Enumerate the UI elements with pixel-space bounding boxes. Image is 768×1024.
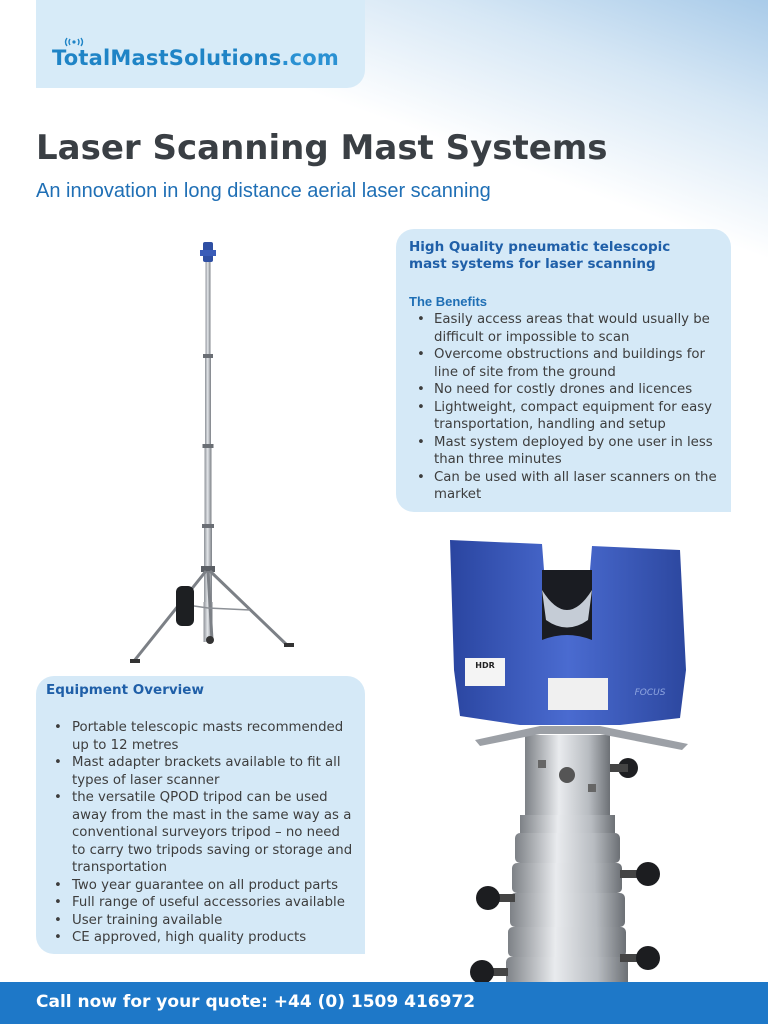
brand-tld: .com: [281, 46, 339, 70]
list-item: Two year guarantee on all product parts: [46, 877, 355, 895]
list-item: Full range of useful accessories availab…: [46, 894, 355, 912]
overview-heading: Equipment Overview: [46, 682, 204, 698]
list-item: User training available: [46, 912, 355, 930]
footer-bar: Call now for your quote: +44 (0) 1509 41…: [0, 982, 768, 1024]
list-item: Overcome obstructions and buildings for …: [409, 346, 721, 381]
scanner-brand-plate: HDR: [475, 661, 495, 670]
list-item: Lightweight, compact equipment for easy …: [409, 399, 721, 434]
brand-logo[interactable]: TotalMastSolutions.com: [52, 46, 339, 70]
benefits-heading-line1: High Quality pneumatic telescopic: [409, 239, 671, 255]
logo-panel: [36, 0, 365, 88]
list-item: CE approved, high quality products: [46, 929, 355, 947]
laser-scanner-photo: HDR FOCUS: [450, 540, 688, 990]
telescopic-mast-photo: [130, 242, 294, 663]
benefits-list: Easily access areas that would usually b…: [409, 311, 721, 504]
list-item: Can be used with all laser scanners on t…: [409, 469, 721, 504]
list-item: Mast system deployed by one user in less…: [409, 434, 721, 469]
page-title: Laser Scanning Mast Systems: [36, 128, 608, 168]
list-item: No need for costly drones and licences: [409, 381, 721, 399]
brand-name: TotalMastSolutions: [52, 46, 282, 70]
benefits-subheading: The Benefits: [409, 294, 488, 309]
signal-icon: [64, 37, 84, 47]
benefits-heading: High Quality pneumatic telescopic mast s…: [409, 239, 721, 273]
overview-list: Portable telescopic masts recommended up…: [46, 719, 355, 947]
benefits-panel: High Quality pneumatic telescopic mast s…: [396, 229, 731, 512]
list-item: Easily access areas that would usually b…: [409, 311, 721, 346]
overview-panel: Equipment Overview Portable telescopic m…: [36, 676, 365, 954]
benefits-heading-line2: mast systems for laser scanning: [409, 256, 656, 272]
list-item: Portable telescopic masts recommended up…: [46, 719, 355, 754]
scanner-model-mark: FOCUS: [635, 688, 666, 698]
list-item: the versatile QPOD tripod can be used aw…: [46, 789, 355, 877]
page-subtitle: An innovation in long distance aerial la…: [36, 180, 491, 202]
call-to-action[interactable]: Call now for your quote: +44 (0) 1509 41…: [36, 992, 476, 1012]
list-item: Mast adapter brackets available to fit a…: [46, 754, 355, 789]
